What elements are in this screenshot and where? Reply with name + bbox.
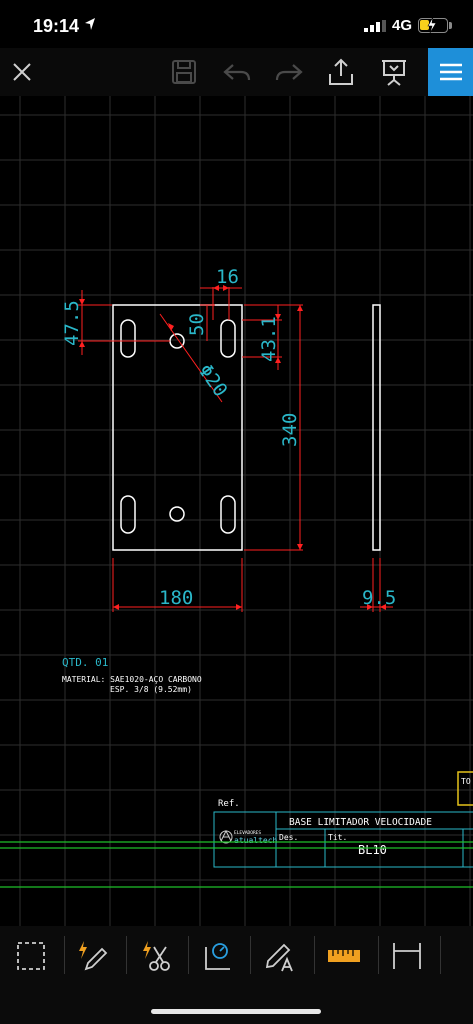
dimension-arrows (79, 285, 386, 610)
signal-icon (364, 20, 386, 32)
undo-icon (223, 64, 251, 81)
title-block-frame (213, 811, 473, 868)
menu-icon (439, 63, 462, 81)
home-indicator[interactable] (151, 1009, 321, 1014)
hole-bottom (169, 506, 185, 522)
select-tool[interactable] (4, 932, 58, 980)
dimension-icon (393, 943, 421, 969)
bottom-toolbar (0, 926, 473, 1024)
location-arrow-icon (85, 18, 95, 30)
dimension-tool[interactable] (380, 932, 434, 980)
dim-180: 180 (159, 587, 193, 609)
more-icon (463, 939, 473, 973)
save-icon (172, 60, 196, 84)
share-icon (329, 58, 353, 85)
material-note: MATERIAL: SAE1020-AÇO CARBONO (62, 675, 202, 684)
green-border-line (0, 841, 473, 888)
des-label: Des. (279, 833, 298, 842)
drawing-svg: 16 47.5 50 43.1 Φ20 340 180 9.5 QTD. 01 … (0, 96, 473, 926)
annotate-icon (265, 943, 293, 972)
share-button[interactable] (319, 48, 363, 96)
company-line1: ELEVADORES (234, 830, 261, 836)
more-tool[interactable] (446, 932, 473, 980)
quick-trim-icon (143, 941, 170, 971)
top-toolbar (0, 48, 473, 96)
side-label: TO (461, 777, 471, 786)
charging-icon (427, 17, 437, 33)
dim-50: 50 (186, 313, 208, 336)
quick-draw-tool[interactable] (64, 932, 118, 980)
redo-icon (275, 64, 303, 81)
drawing-canvas[interactable]: 16 47.5 50 43.1 Φ20 340 180 9.5 QTD. 01 … (0, 96, 473, 926)
measure-tool[interactable] (190, 932, 244, 980)
slot-bottom-right (220, 495, 236, 534)
company-logo (219, 829, 233, 844)
slot-top-left (120, 319, 136, 358)
menu-button[interactable] (428, 48, 473, 96)
dim-43-1: 43.1 (258, 316, 280, 362)
status-bar: 19:14 4G (0, 0, 473, 48)
slot-bottom-left (120, 495, 136, 534)
measure-icon (205, 943, 230, 970)
dim-9-5: 9.5 (362, 587, 396, 609)
side-view (372, 304, 381, 551)
thickness-note: ESP. 3/8 (9.52mm) (110, 685, 192, 694)
dim-47-5: 47.5 (61, 300, 83, 346)
quick-trim-tool[interactable] (128, 932, 182, 980)
close-button[interactable] (0, 48, 44, 96)
annotate-tool[interactable] (254, 932, 308, 980)
status-time: 19:14 (33, 16, 80, 36)
tit-label: Tit. (328, 833, 347, 842)
dim-340: 340 (279, 413, 301, 447)
battery-cap (449, 22, 452, 29)
select-icon (17, 942, 45, 970)
slot-top-right (220, 319, 236, 358)
title-text: BASE LIMITADOR VELOCIDADE (289, 817, 432, 828)
presentation-icon (382, 60, 406, 86)
ruler-icon (328, 950, 360, 962)
dim-16: 16 (216, 266, 239, 288)
close-icon (13, 63, 31, 81)
redo-button[interactable] (267, 48, 311, 96)
ref-label: Ref. (218, 799, 240, 809)
code-text: BL10 (358, 843, 387, 857)
presentation-button[interactable] (372, 48, 416, 96)
qty-note: QTD. 01 (62, 656, 108, 669)
plate-outline (112, 304, 243, 551)
side-label-box (457, 771, 473, 806)
company-line2: atualtech (234, 836, 278, 845)
quick-draw-icon (79, 941, 108, 971)
ruler-tool[interactable] (317, 932, 371, 980)
undo-button[interactable] (215, 48, 259, 96)
save-button[interactable] (162, 48, 206, 96)
network-type: 4G (392, 17, 413, 34)
